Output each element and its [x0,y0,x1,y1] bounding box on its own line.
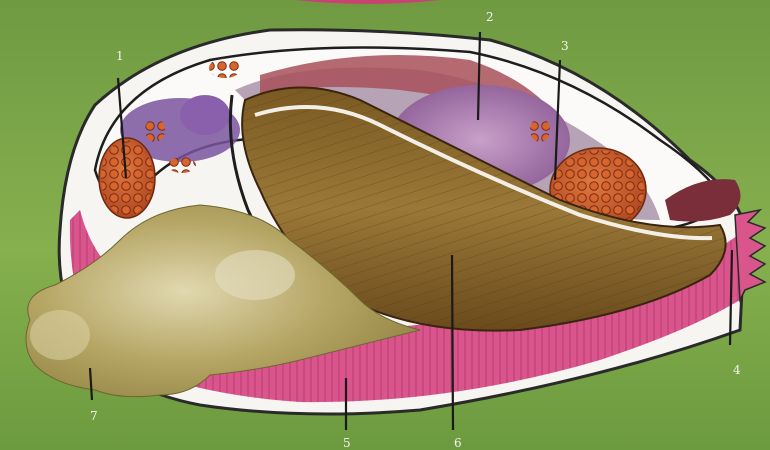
callout-number-6: 6 [454,436,462,450]
top-fragment [295,0,440,4]
leader-line-6 [452,255,453,430]
callout-number-1: 1 [116,49,124,63]
callout-number-5: 5 [343,436,351,450]
callout-number-7: 7 [90,409,98,423]
callout-number-3: 3 [561,39,569,53]
siphon-edge [735,210,765,300]
callout-number-4: 4 [733,363,741,377]
callout-number-2: 2 [486,10,494,24]
